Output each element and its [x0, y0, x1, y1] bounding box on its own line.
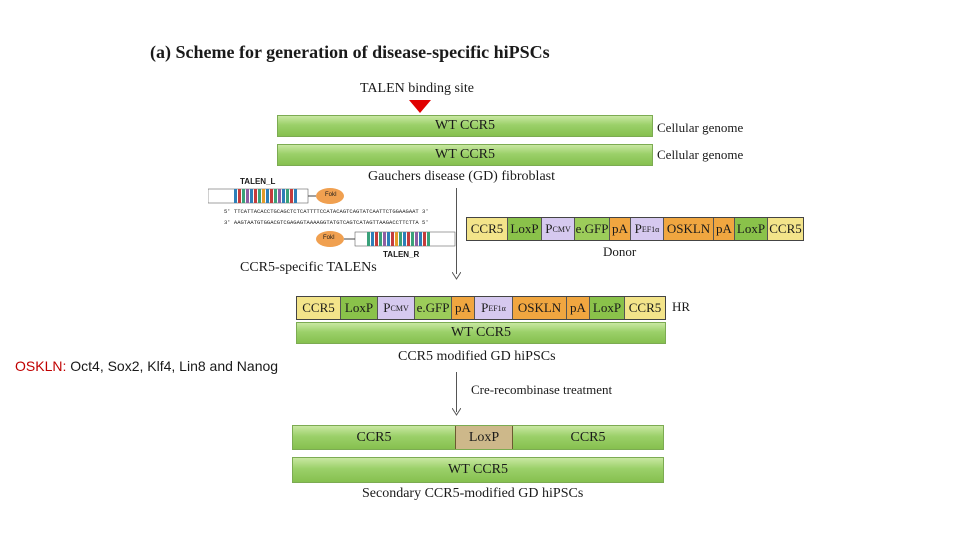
cellular-genome-label-2: Cellular genome [657, 147, 744, 162]
foki-label-2: FokI [323, 235, 335, 241]
wt-ccr5-bar-2: WT CCR5 [277, 144, 653, 166]
final-ccr5-left: CCR5 [356, 429, 392, 445]
hr-pa-1: pA [452, 297, 475, 319]
arrow-head-1-icon [452, 272, 461, 280]
cre-treatment-label: Cre-recombinase treatment [471, 382, 613, 397]
wt-ccr5-bar-4: WT CCR5 [292, 457, 664, 483]
arrow-head-2-icon [452, 408, 461, 416]
hr-loxp-1: LoxP [341, 297, 378, 319]
donor-egfp: e.GFP [575, 218, 610, 240]
talens-label: CCR5-specific TALENs [240, 260, 377, 275]
donor-loxp-2: LoxP [735, 218, 768, 240]
final-loxp: LoxP [455, 426, 513, 449]
talen-l-label: TALEN_L [240, 177, 276, 186]
donor-pa-1: pA [610, 218, 631, 240]
hr-label: HR [672, 299, 691, 314]
hr-egfp: e.GFP [415, 297, 452, 319]
final-ccr5-right: CCR5 [570, 429, 606, 445]
hr-pa-2: pA [567, 297, 590, 319]
hr-ccr5-right: CCR5 [625, 297, 665, 319]
donor-ccr5-left: CCR5 [467, 218, 508, 240]
wt-ccr5-bar-1: WT CCR5 [277, 115, 653, 137]
wt-ccr5-bar-3: WT CCR5 [296, 322, 666, 344]
gd-fibroblast-label: Gauchers disease (GD) fibroblast [368, 169, 555, 184]
binding-site-marker-icon [409, 100, 431, 113]
dna-top-strand: 5' TTCATTACACCTGCAGCTCTCATTTTCCATACAGTCA… [224, 208, 429, 215]
donor-pa-2: pA [714, 218, 735, 240]
arrow-line-1 [456, 188, 457, 274]
hr-oskln: OSKLN [513, 297, 567, 319]
hr-ccr5-left: CCR5 [297, 297, 341, 319]
final-ccr5-bar: CCR5 LoxP CCR5 [292, 425, 664, 450]
ccr5-modified-label: CCR5 modified GD hiPSCs [398, 349, 556, 364]
foki-label-1: FokI [325, 192, 337, 198]
dna-bottom-strand: 3' AAGTAATGTGGACGTCGAGAGTAAAAGGTATGTCAGT… [224, 219, 429, 226]
secondary-label: Secondary CCR5-modified GD hiPSCs [362, 486, 584, 501]
oskln-note-key: OSKLN: [15, 358, 67, 374]
talen-r-label: TALEN_R [383, 250, 420, 259]
talen-binding-site-label: TALEN binding site [360, 81, 474, 96]
donor-loxp-1: LoxP [508, 218, 542, 240]
figure-title: (a) Scheme for generation of disease-spe… [150, 42, 550, 62]
cellular-genome-label-1: Cellular genome [657, 120, 744, 135]
donor-oskln: OSKLN [664, 218, 714, 240]
oskln-note-text: Oct4, Sox2, Klf4, Lin8 and Nanog [66, 358, 279, 374]
donor-ccr5-right: CCR5 [768, 218, 803, 240]
talen-r-array [316, 231, 456, 247]
arrow-line-2 [456, 372, 457, 412]
donor-label: Donor [603, 244, 637, 259]
hr-loxp-2: LoxP [590, 297, 625, 319]
oskln-note: OSKLN: Oct4, Sox2, Klf4, Lin8 and Nanog [15, 358, 278, 374]
talen-l-array [208, 188, 344, 204]
